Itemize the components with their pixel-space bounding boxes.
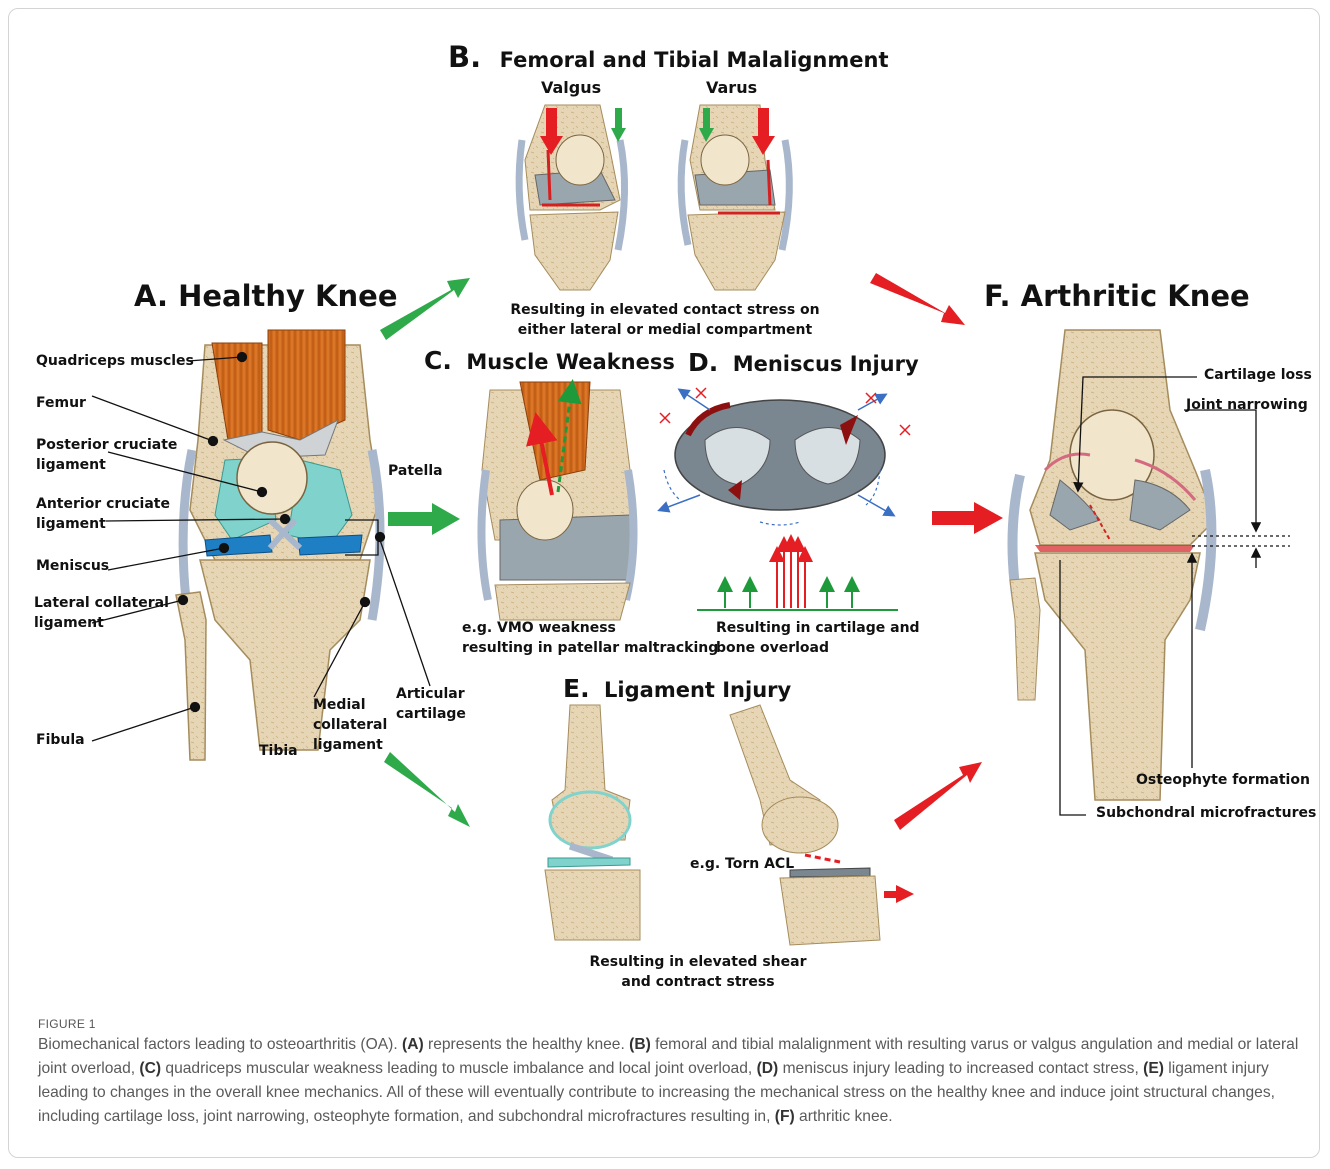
arthritic-knee-illustration xyxy=(1010,330,1215,800)
label-pcl-line-1: Posterior cruciate xyxy=(36,435,177,455)
panel-e-result-line-2: and contract stress xyxy=(588,972,808,992)
panel-e-title-text: Ligament Injury xyxy=(604,678,791,702)
figure-number: FIGURE 1 xyxy=(38,1017,96,1031)
label-pcl-line-2: ligament xyxy=(36,455,177,475)
panel-b-title-text: Femoral and Tibial Malalignment xyxy=(500,48,889,72)
label-joint-narrowing: Joint narrowing xyxy=(1186,395,1308,415)
flow-arrow-b-to-f xyxy=(870,273,965,325)
caption-f-tag: (F) xyxy=(775,1108,795,1125)
panel-d-note: Resulting in cartilage and bone overload xyxy=(716,618,920,658)
panel-e-title: E. Ligament Injury xyxy=(563,674,791,703)
panel-c-letter: C. xyxy=(424,346,452,375)
panel-c-note-line-2: resulting in patellar maltracking xyxy=(462,638,718,658)
label-cartilage-loss: Cartilage loss xyxy=(1204,365,1312,385)
valgus-label: Valgus xyxy=(541,78,601,98)
label-subchondral: Subchondral microfractures xyxy=(1096,803,1316,823)
flow-arrow-a-to-c xyxy=(388,503,460,535)
label-lcl-line-2: ligament xyxy=(34,613,169,633)
caption-d-text: meniscus injury leading to increased con… xyxy=(778,1060,1143,1077)
flow-arrow-e-to-f xyxy=(894,762,982,830)
label-articular-line-2: cartilage xyxy=(396,704,466,724)
panel-d-note-line-2: bone overload xyxy=(716,638,920,658)
panel-c-note-line-1: e.g. VMO weakness xyxy=(462,618,718,638)
intact-ligament-illustration xyxy=(545,705,640,940)
label-acl-line-1: Anterior cruciate xyxy=(36,494,170,514)
label-articular-cartilage: Articular cartilage xyxy=(396,684,466,724)
label-tibia: Tibia xyxy=(259,741,298,761)
figure-canvas: A. Healthy Knee B. Femoral and Tibial Ma… xyxy=(0,0,1330,1000)
label-pcl: Posterior cruciate ligament xyxy=(36,435,177,475)
figure-caption: Biomechanical factors leading to osteoar… xyxy=(38,1033,1300,1129)
panel-d-title: D. Meniscus Injury xyxy=(688,348,919,377)
label-mcl-line-2: collateral xyxy=(313,715,387,735)
varus-knee-illustration xyxy=(681,105,789,290)
panel-c-title-text: Muscle Weakness xyxy=(466,350,675,374)
load-distribution-arrows xyxy=(697,538,898,610)
label-acl: Anterior cruciate ligament xyxy=(36,494,170,534)
label-quadriceps: Quadriceps muscles xyxy=(36,351,194,371)
knee-diagram xyxy=(0,0,1330,1000)
flow-arrow-d-to-f xyxy=(932,502,1003,534)
torn-acl-label: e.g. Torn ACL xyxy=(690,854,794,874)
label-lcl-line-1: Lateral collateral xyxy=(34,593,169,613)
label-fibula: Fibula xyxy=(36,730,85,750)
panel-d-title-text: Meniscus Injury xyxy=(733,352,919,376)
panel-b-result-line-1: Resulting in elevated contact stress on xyxy=(500,300,830,320)
label-mcl-line-3: ligament xyxy=(313,735,387,755)
panel-c-title: C. Muscle Weakness xyxy=(424,346,675,375)
panel-e-letter: E. xyxy=(563,674,590,703)
caption-intro: Biomechanical factors leading to osteoar… xyxy=(38,1036,402,1053)
panel-d-letter: D. xyxy=(688,348,718,377)
torn-acl-illustration xyxy=(730,705,914,945)
caption-a-text: represents the healthy knee. xyxy=(424,1036,629,1053)
caption-f-text: arthritic knee. xyxy=(795,1108,893,1125)
label-meniscus: Meniscus xyxy=(36,556,109,576)
muscle-weakness-illustration xyxy=(481,382,633,620)
caption-c-text: quadriceps muscular weakness leading to … xyxy=(161,1060,757,1077)
panel-d-note-line-1: Resulting in cartilage and xyxy=(716,618,920,638)
valgus-knee-illustration xyxy=(519,105,624,290)
caption-b-tag: (B) xyxy=(629,1036,651,1053)
label-acl-line-2: ligament xyxy=(36,514,170,534)
label-patella: Patella xyxy=(388,461,443,481)
panel-f-title: F. Arthritic Knee xyxy=(984,279,1250,313)
meniscus-injury-illustration xyxy=(660,388,910,525)
varus-label: Varus xyxy=(706,78,757,98)
panel-e-result-line-1: Resulting in elevated shear xyxy=(588,952,808,972)
flow-arrow-a-to-e xyxy=(384,752,470,827)
caption-c-tag: (C) xyxy=(139,1060,161,1077)
caption-a-tag: (A) xyxy=(402,1036,424,1053)
label-articular-line-1: Articular xyxy=(396,684,466,704)
caption-d-tag: (D) xyxy=(757,1060,779,1077)
label-mcl: Medial collateral ligament xyxy=(313,695,387,755)
panel-b-result-line-2: either lateral or medial compartment xyxy=(500,320,830,340)
panel-b-letter: B. xyxy=(448,40,481,74)
panel-e-result: Resulting in elevated shear and contract… xyxy=(588,952,808,992)
label-femur: Femur xyxy=(36,393,86,413)
panel-a-title: A. Healthy Knee xyxy=(134,279,398,313)
label-osteophyte: Osteophyte formation xyxy=(1136,770,1310,790)
panel-c-note: e.g. VMO weakness resulting in patellar … xyxy=(462,618,718,658)
panel-b-title: B. Femoral and Tibial Malalignment xyxy=(448,40,889,74)
label-lcl: Lateral collateral ligament xyxy=(34,593,169,633)
caption-e-tag: (E) xyxy=(1143,1060,1164,1077)
panel-b-result: Resulting in elevated contact stress on … xyxy=(500,300,830,340)
label-mcl-line-1: Medial xyxy=(313,695,387,715)
